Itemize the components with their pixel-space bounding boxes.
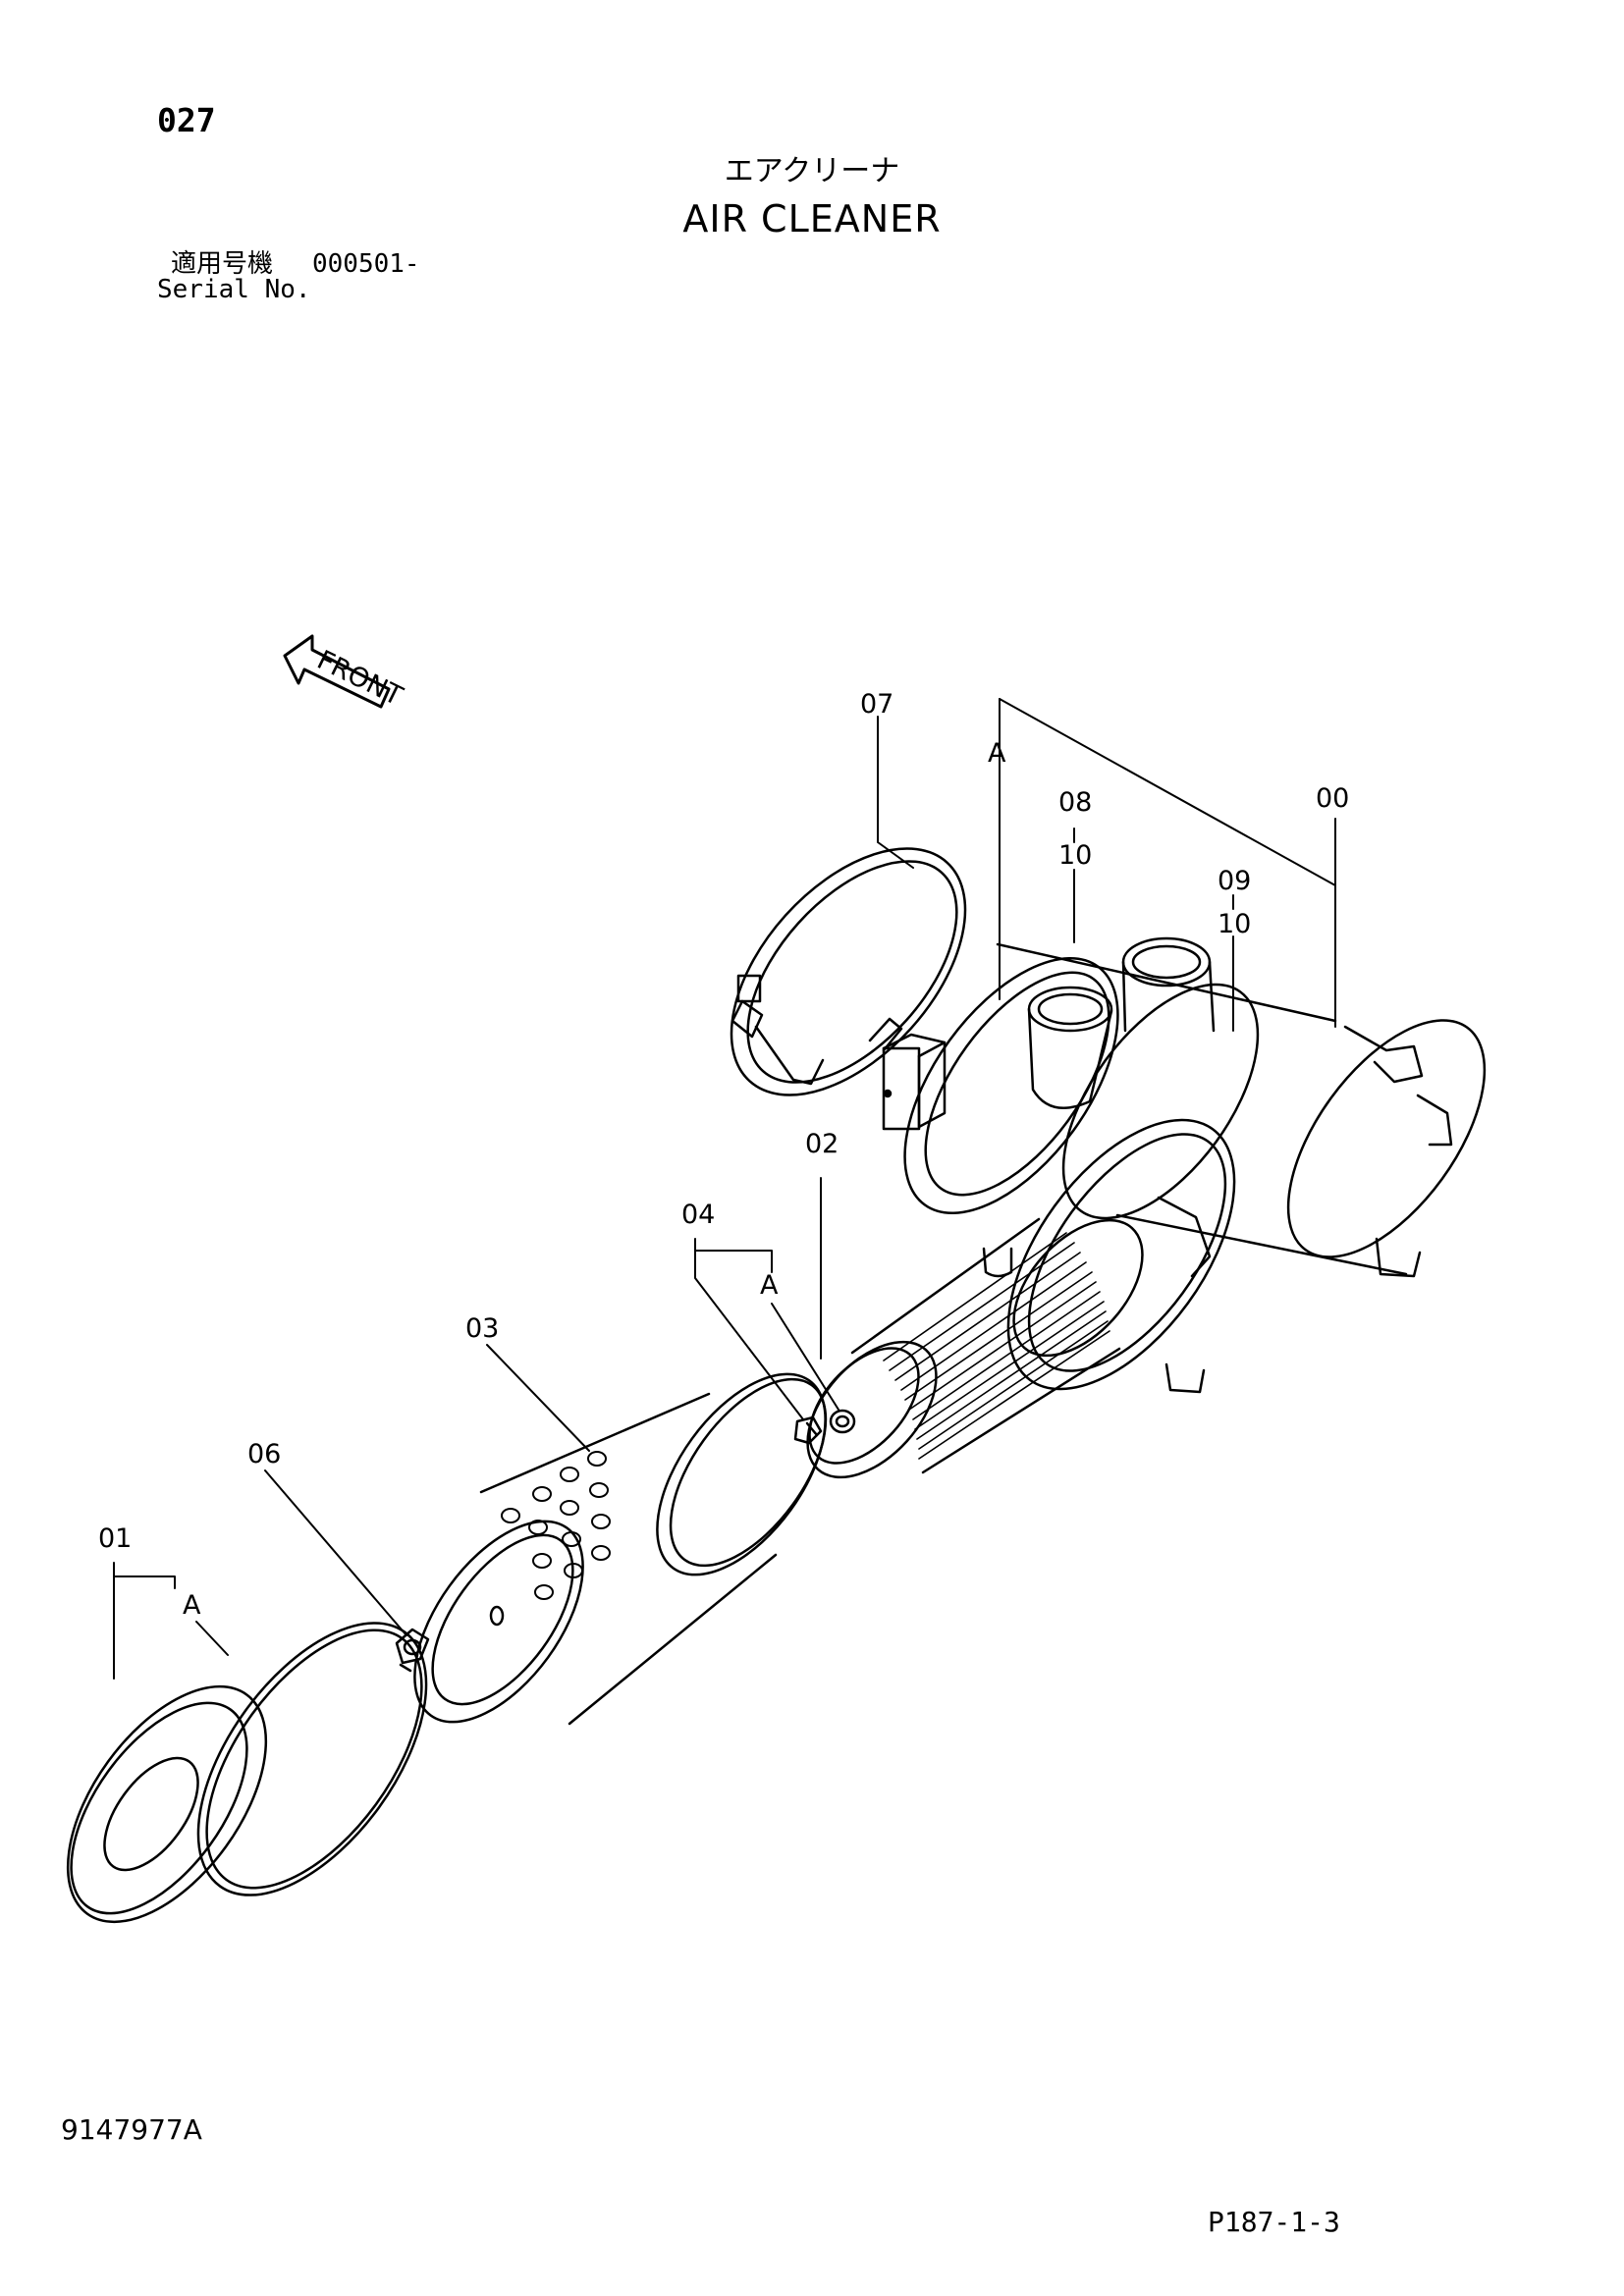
page-number: 027	[157, 101, 216, 139]
page-code: P187-1-3	[1208, 2206, 1340, 2238]
callout-03: 03	[465, 1313, 499, 1344]
callout-10-lower: 10	[1218, 909, 1251, 939]
callout-06: 06	[247, 1439, 281, 1469]
callout-08: 08	[1058, 787, 1092, 818]
callout-09: 09	[1218, 866, 1251, 896]
wing-nut-inner-part	[793, 1415, 823, 1445]
callout-04: 04	[681, 1200, 715, 1230]
callout-10-upper: 10	[1058, 840, 1092, 871]
safety-element-part	[806, 1217, 1144, 1479]
serial-label-english: Serial No.	[157, 275, 311, 304]
serial-value: 000501-	[312, 249, 420, 279]
callout-group-a-top: A	[988, 738, 1006, 769]
callout-labels: 07 A 08 10 00 09 10 02 04 A 03 06 01 A	[98, 689, 1349, 1621]
drawing-number: 9147977A	[61, 2113, 202, 2146]
clamp-band-part	[730, 847, 967, 1096]
callout-group-a-bottom: A	[183, 1590, 201, 1621]
primary-element-part	[413, 1372, 828, 1726]
callout-02: 02	[805, 1129, 839, 1159]
serial-label-japanese: 適用号機	[171, 249, 274, 279]
leader-lines	[113, 698, 1336, 1680]
front-arrow-icon: FRONT	[283, 634, 407, 713]
end-cover-part	[66, 1684, 268, 1924]
callout-01: 01	[98, 1523, 132, 1554]
front-arrow-label: FRONT	[312, 645, 407, 713]
callout-07: 07	[860, 689, 893, 720]
title-japanese: エアクリーナ	[724, 154, 900, 188]
title-english: AIR CLEANER	[682, 197, 942, 240]
callout-group-a-middle: A	[760, 1270, 779, 1301]
callout-00: 00	[1316, 783, 1349, 814]
air-cleaner-body-part	[882, 936, 1487, 1394]
